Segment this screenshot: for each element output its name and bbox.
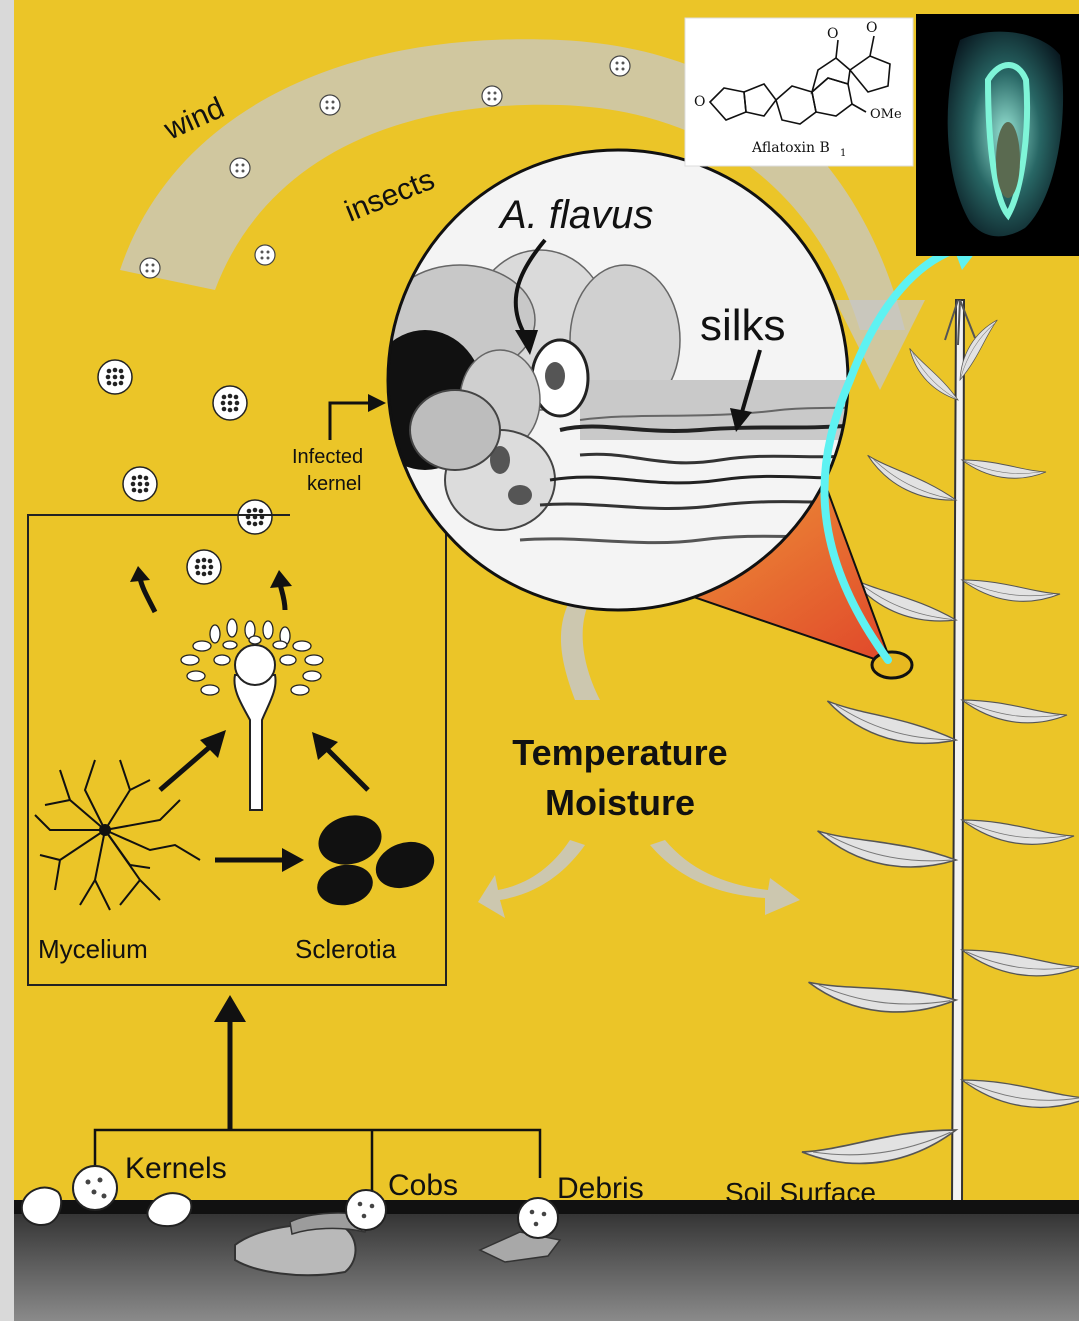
left-margin	[0, 0, 14, 1321]
spore-icon	[238, 500, 272, 534]
aflatoxin-subscript: 1	[840, 148, 846, 159]
infected-kernel-label-line2: kernel	[307, 473, 361, 495]
a-flavus-label: A. flavus	[498, 193, 653, 237]
methoxy-label: OMe	[870, 107, 902, 122]
silks-label: silks	[700, 301, 786, 350]
mycelium-center	[99, 824, 111, 836]
lactone-oxygen-label: O	[827, 26, 838, 42]
carbonyl-oxygen-label: O	[694, 94, 705, 110]
aflatoxin-name: Aflatoxin B	[751, 140, 830, 156]
fluorescent-kernel-photo	[916, 14, 1079, 256]
temperature-label: Temperature	[512, 732, 727, 773]
spore-icon	[255, 245, 275, 265]
spore-icon	[187, 550, 221, 584]
ear-location-marker	[872, 652, 912, 678]
soil-surface-label: Soil Surface	[725, 1177, 876, 1208]
ketone-oxygen-label: O	[866, 20, 877, 36]
spore-icon	[230, 158, 250, 178]
aflatoxin-structure-inset: O O O OMe Aflatoxin B 1	[685, 18, 913, 166]
spore-icon	[610, 56, 630, 76]
cobs-label: Cobs	[388, 1169, 458, 1202]
mycelium-label: Mycelium	[38, 934, 148, 964]
spore-icon	[123, 467, 157, 501]
spore-icon	[98, 360, 132, 394]
spore-icon	[140, 258, 160, 278]
sclerotia-label: Sclerotia	[295, 934, 397, 964]
spore-icon	[213, 386, 247, 420]
infected-kernel-label-line1: Infected	[292, 446, 363, 468]
debris-label: Debris	[557, 1172, 644, 1205]
moisture-label: Moisture	[545, 782, 695, 823]
spore-icon	[482, 86, 502, 106]
spore-icon	[320, 95, 340, 115]
kernels-label: Kernels	[125, 1152, 227, 1185]
